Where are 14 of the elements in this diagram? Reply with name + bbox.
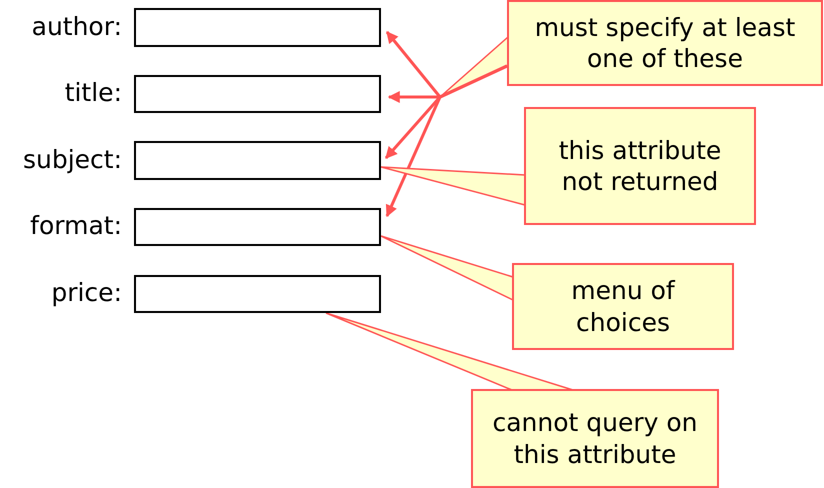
input-field bbox=[134, 208, 381, 246]
input-field bbox=[134, 8, 381, 47]
callout-box: this attribute not returned bbox=[524, 107, 756, 225]
input-field bbox=[134, 75, 381, 113]
field-label: title: bbox=[64, 78, 122, 107]
field-label: subject: bbox=[22, 144, 122, 174]
input-field bbox=[134, 141, 381, 180]
field-label: price: bbox=[51, 278, 122, 307]
arrow bbox=[386, 64, 508, 218]
callout-box: cannot query on this attribute bbox=[471, 389, 719, 488]
callout-box: menu of choices bbox=[512, 263, 734, 350]
field-label: format: bbox=[30, 211, 122, 240]
field-label: author: bbox=[32, 12, 122, 40]
input-field bbox=[134, 275, 381, 313]
